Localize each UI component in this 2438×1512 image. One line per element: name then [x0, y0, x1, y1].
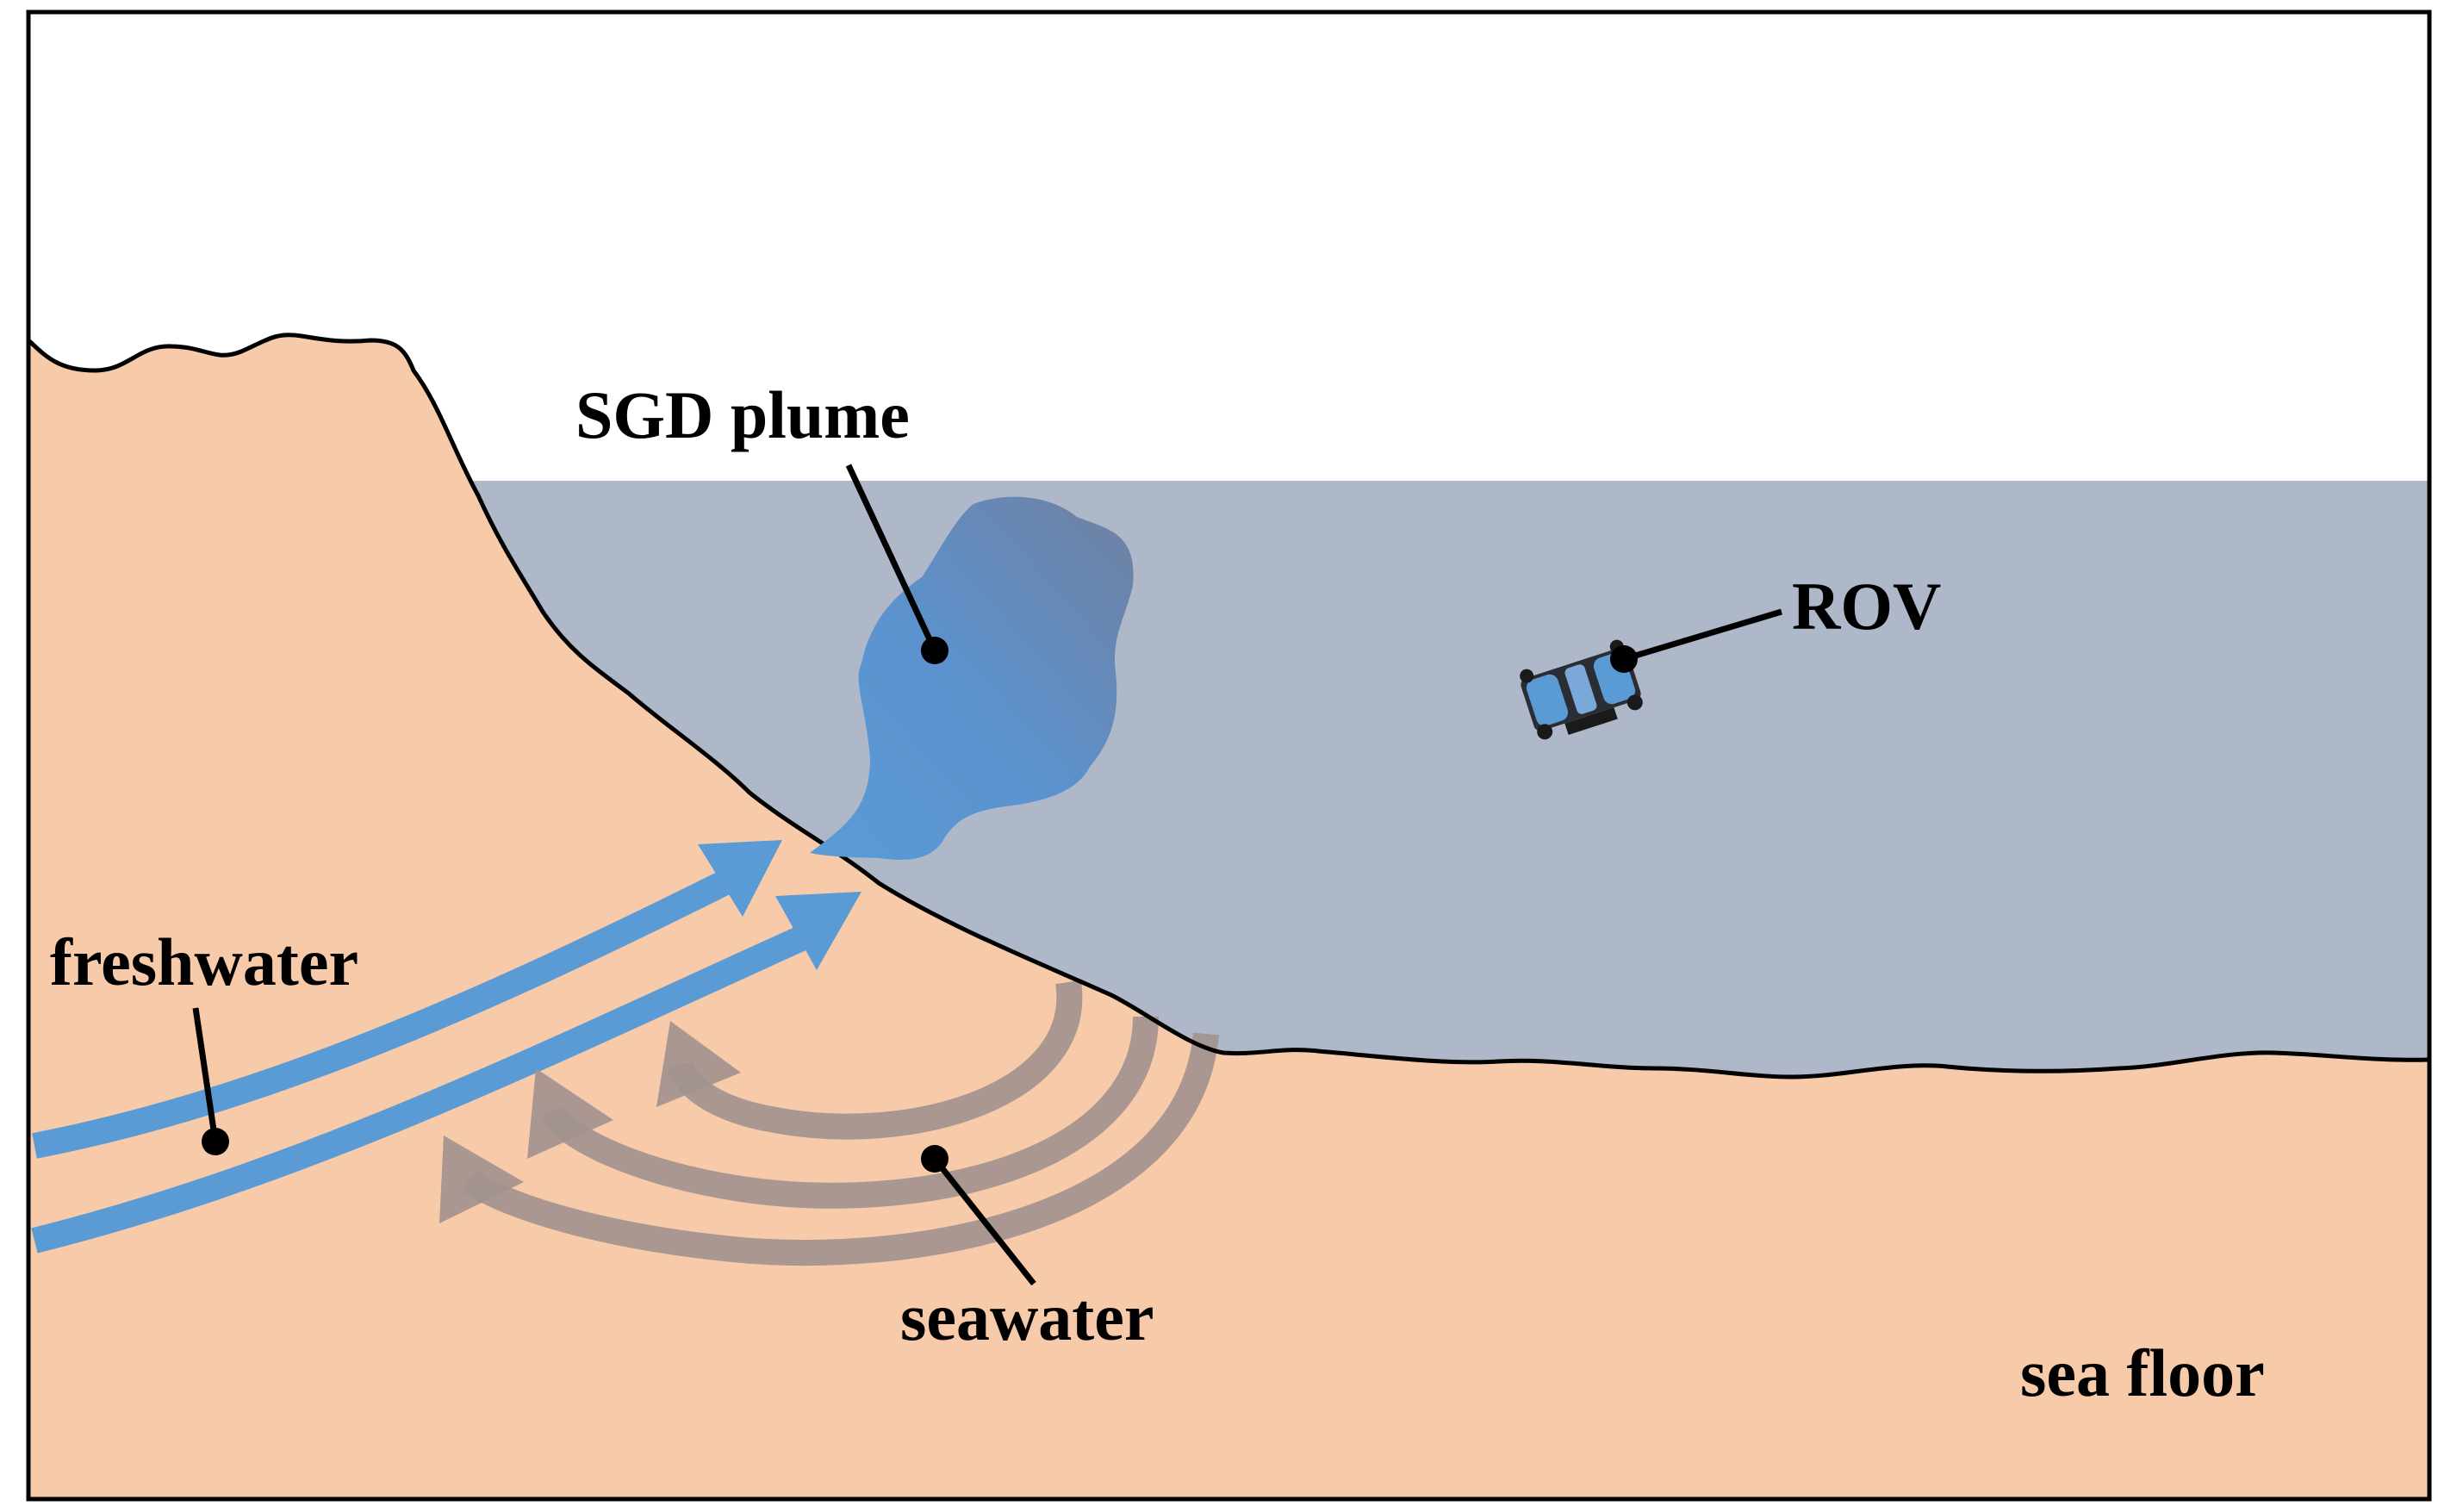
rov-thruster-center [1564, 664, 1597, 714]
rov-motor-3 [1520, 669, 1534, 683]
freshwater-dot [202, 1128, 229, 1155]
leader-dots [202, 637, 1638, 1173]
coastline [27, 333, 2430, 1080]
rov-motor-1 [1537, 724, 1553, 740]
freshwater-arrow-lower [31, 918, 824, 1254]
seawater-arc-outer [462, 1032, 1219, 1266]
freshwater-label: freshwater [50, 924, 358, 999]
sgd-plume-leader [845, 464, 938, 652]
seawater-dot [921, 1145, 948, 1173]
rov-label: ROV [1792, 569, 1941, 644]
land-mass [28, 334, 2429, 1500]
sgd-plume [810, 496, 1134, 860]
seawater-arrowhead-middle [527, 1068, 613, 1159]
seawater-arc-inner [668, 980, 1083, 1140]
rov-thruster-left [1526, 674, 1569, 726]
seawater-arrowhead-inner [656, 1021, 741, 1107]
sgd-plume-dot [921, 637, 948, 664]
rov-skid [1564, 707, 1618, 736]
seawater-label: seawater [900, 1279, 1154, 1354]
freshwater-arrowhead-lower [775, 892, 861, 970]
rov-leader [1622, 608, 1783, 663]
seawater-arrowhead-outer [439, 1136, 524, 1223]
frame-border [26, 9, 2432, 1502]
leader-lines [192, 464, 1783, 1286]
sea-floor-label: sea floor [2020, 1335, 2265, 1410]
seawater-arrows [462, 980, 1219, 1266]
rov-robot-icon [1520, 639, 1643, 740]
seawater-arrowheads [439, 1021, 741, 1223]
sgd-plume-label: SGD plume [575, 377, 910, 452]
freshwater-arrows [31, 867, 824, 1254]
freshwater-arrow-upper [32, 867, 738, 1159]
seawater-leader [932, 1156, 1036, 1286]
freshwater-leader [192, 1007, 219, 1142]
rov-dot [1610, 645, 1638, 673]
seawater-arc-middle [539, 1016, 1159, 1209]
rov-motor-2 [1626, 694, 1643, 711]
freshwater-arrowheads [698, 840, 861, 970]
freshwater-arrowhead-upper [698, 840, 782, 917]
